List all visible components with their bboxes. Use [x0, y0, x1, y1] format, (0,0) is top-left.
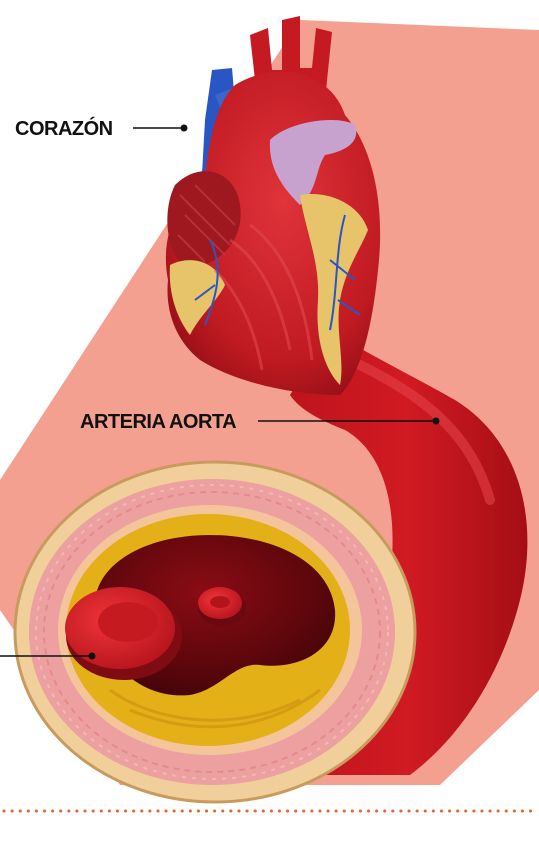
- leader-aorta-dot: [433, 418, 440, 425]
- heart-label: CORAZÓN: [15, 119, 113, 139]
- clot-large-dimple: [98, 602, 158, 642]
- leader-clot-dot: [89, 653, 96, 660]
- aorta-label: ARTERIA AORTA: [80, 412, 236, 432]
- clot-small-dimple: [210, 596, 230, 608]
- leader-heart-dot: [181, 125, 188, 132]
